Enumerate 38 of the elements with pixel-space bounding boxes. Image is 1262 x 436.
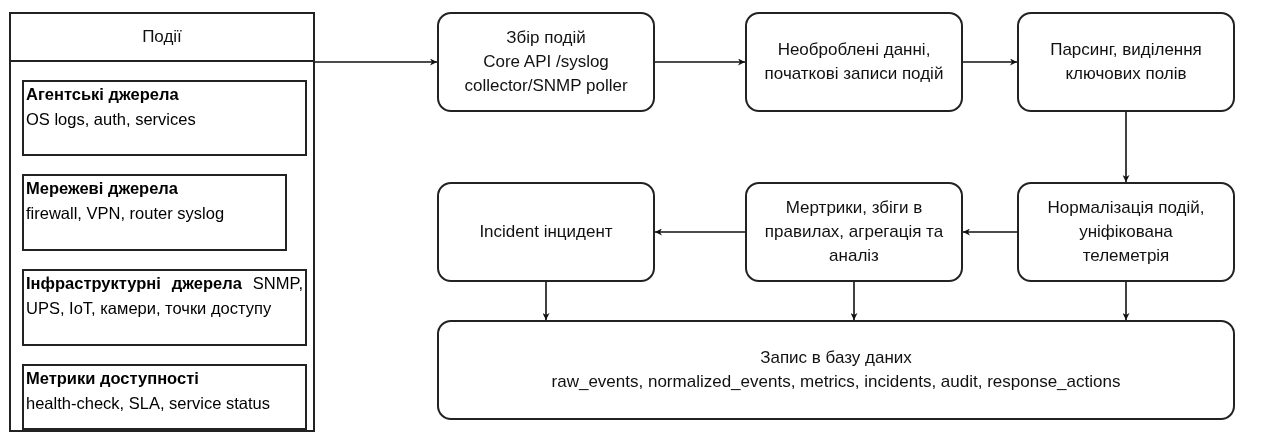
step-text: Необроблені данні, початкові записи подій	[763, 39, 945, 85]
step-text: Мертрики, збіги в правилах, агрегація та аналіз	[763, 197, 945, 267]
arrow	[314, 58, 438, 66]
process-box	[745, 12, 963, 112]
source-description: health-check, SLA, service status	[26, 393, 271, 414]
source-description: firewall, VPN, router syslog	[26, 203, 226, 224]
source-heading: Метрики доступності	[26, 368, 200, 389]
process-box	[437, 320, 1235, 420]
arrow	[1122, 111, 1130, 183]
arrow	[654, 58, 746, 66]
process-box	[745, 182, 963, 282]
step-text: Парсинг, виділення ключових полів	[1049, 39, 1203, 85]
arrow	[1122, 281, 1130, 321]
process-box	[437, 12, 655, 112]
step-text: raw_events, normalized_events, metrics, incidents, audit, response_actions	[551, 371, 1121, 393]
arrow	[962, 228, 1018, 236]
source-box	[22, 364, 307, 430]
step-text: Нормалізація подій, уніфікована телеметрія	[1046, 197, 1206, 267]
process-box	[1017, 12, 1235, 112]
source-box	[22, 80, 307, 156]
step-text: Core API /syslog collector/SNMP poller	[463, 51, 629, 97]
source-box	[22, 174, 287, 251]
step-text: Incident інцидент	[479, 221, 613, 243]
arrow	[962, 58, 1018, 66]
step-text: Запис в базу даних	[760, 347, 912, 369]
arrow	[850, 281, 858, 321]
group-panel	[9, 12, 315, 432]
source-description: Інфраструктурні джерела SNMP, UPS, IoT, камери, точки доступу	[26, 273, 303, 319]
arrow	[654, 228, 746, 236]
source-heading: Мережеві джерела	[26, 178, 179, 199]
arrow	[542, 281, 550, 321]
source-heading: Агентські джерела	[26, 84, 180, 105]
source-description: OS logs, auth, services	[26, 109, 197, 130]
panel-title: Події	[142, 26, 182, 49]
source-box	[22, 269, 307, 346]
process-box	[437, 182, 655, 282]
step-text: Збір подій	[506, 27, 586, 49]
process-box	[1017, 182, 1235, 282]
